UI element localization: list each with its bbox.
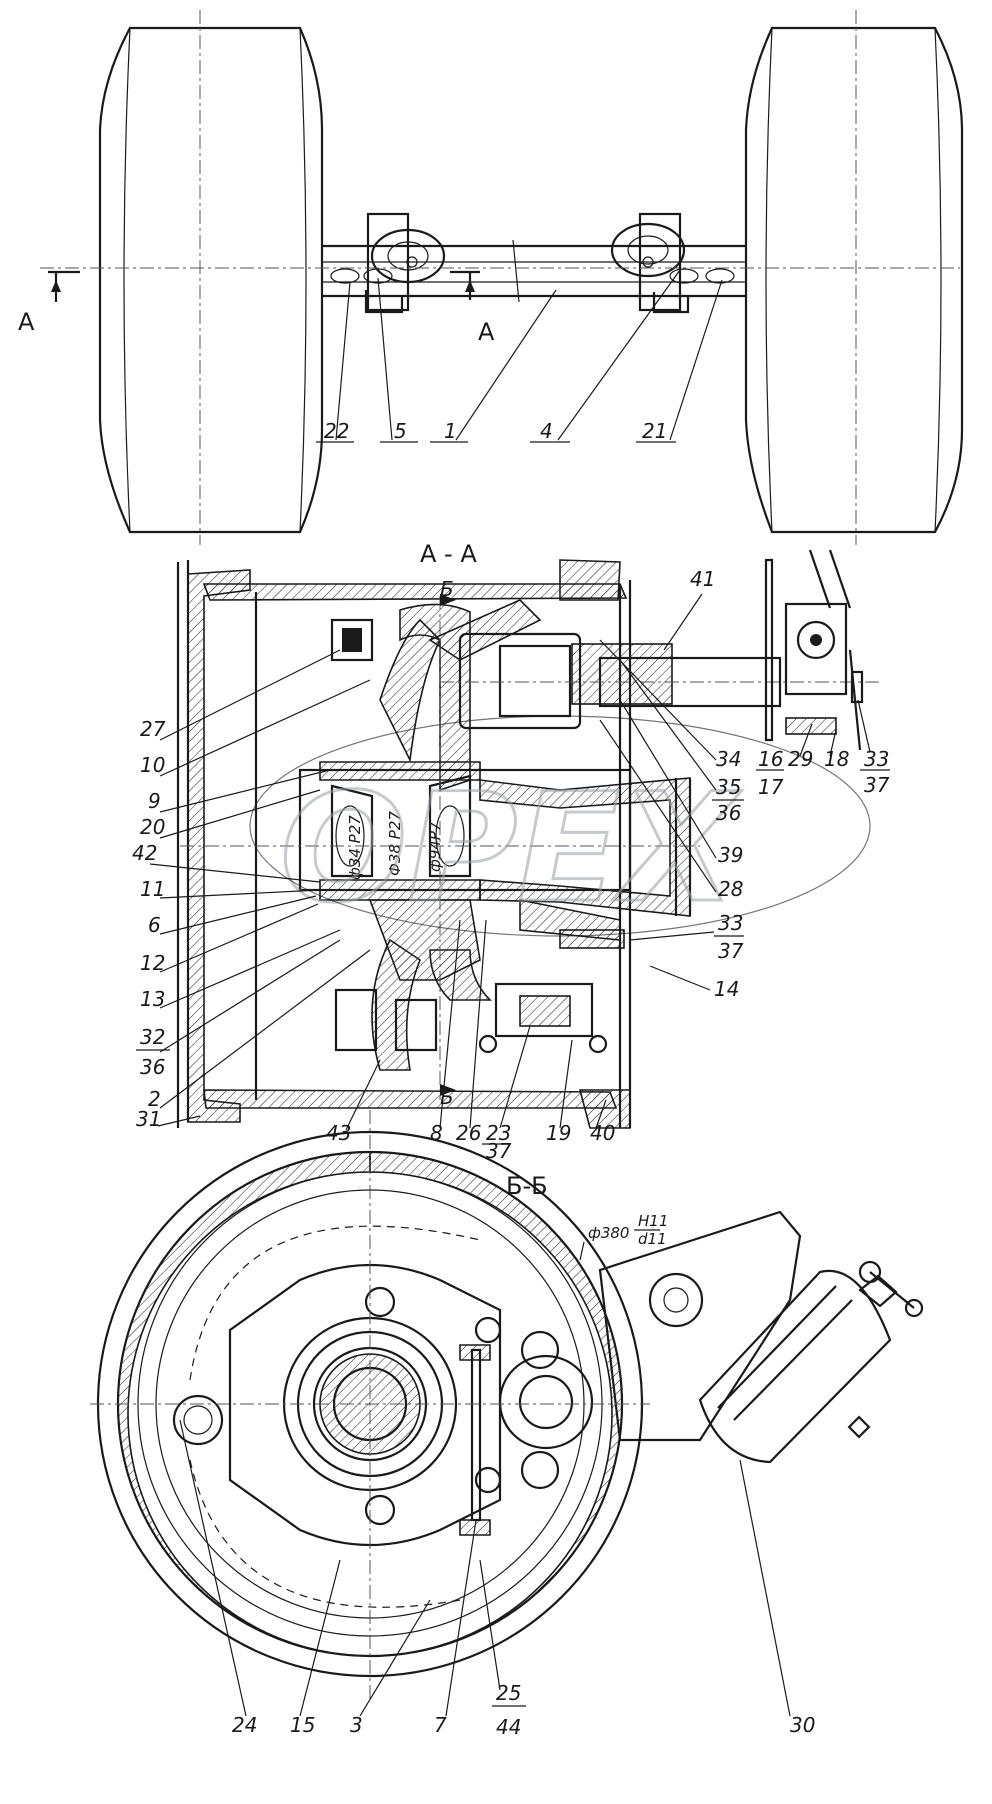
callout-36-left: 36 [140, 1055, 165, 1079]
section-aa-title: А - А [420, 540, 477, 568]
callout-23: 23 [486, 1121, 511, 1145]
section-a-label-left: А [18, 308, 35, 336]
callout-19: 19 [546, 1121, 571, 1145]
callout-40: 40 [590, 1121, 615, 1145]
left-spring-mount [330, 212, 446, 314]
callout-33-mid: 33 [718, 911, 743, 935]
section-marker-right: А [450, 270, 495, 346]
callout-34: 34 [716, 747, 741, 771]
callout-10: 10 [140, 753, 165, 777]
callout-16: 16 [758, 747, 783, 771]
callout-6: 6 [148, 913, 161, 937]
right-spring-mount [610, 212, 735, 314]
dim-bearing-2: Ф38 Р27 [386, 811, 404, 876]
callout-24: 24 [232, 1713, 257, 1737]
callout-35: 35 [716, 775, 741, 799]
callout-37-mid: 37 [718, 939, 744, 963]
callout-20: 20 [140, 815, 165, 839]
dim-bearing-3: ф94Р7 [426, 821, 444, 872]
dim-tol-top: H11 [638, 1212, 668, 1230]
callout-1: 1 [444, 419, 457, 443]
top-view: А А [18, 10, 964, 545]
axle-beam [322, 239, 746, 303]
right-wheel [744, 26, 964, 534]
callout-30: 30 [790, 1713, 815, 1737]
slack-adjuster [764, 549, 864, 751]
callouts: 22 5 1 4 21 41 27 10 9 20 42 11 6 12 13 … [132, 419, 890, 1739]
callout-32: 32 [140, 1025, 165, 1049]
callout-36-right: 36 [716, 801, 741, 825]
callout-37-bottom: 37 [486, 1139, 512, 1163]
callout-11: 11 [140, 877, 165, 901]
dim-bore: ф380 [588, 1224, 629, 1242]
callout-25: 25 [496, 1681, 521, 1705]
callout-17: 17 [758, 775, 784, 799]
section-marker-left: А [18, 270, 80, 336]
spider [228, 1263, 502, 1547]
callout-21: 21 [642, 419, 667, 443]
callout-14: 14 [714, 977, 739, 1001]
callout-4: 4 [540, 419, 553, 443]
callout-37-right: 37 [864, 773, 890, 797]
callout-31: 31 [136, 1107, 161, 1131]
callout-29: 29 [788, 747, 813, 771]
dim-tol-bottom: d11 [638, 1230, 667, 1248]
watermark: OPEX [280, 762, 742, 936]
dim-bearing-1: ф34 Р27 [346, 815, 364, 880]
callout-42: 42 [132, 841, 157, 865]
cut-mark-top: Б [440, 577, 454, 601]
section-aa-view: А - А [176, 540, 880, 1129]
section-a-label-right: А [478, 318, 495, 346]
callout-18: 18 [824, 747, 849, 771]
callout-3: 3 [350, 1713, 363, 1737]
callout-9: 9 [148, 789, 161, 813]
callout-39: 39 [718, 843, 743, 867]
callout-44: 44 [496, 1715, 521, 1739]
left-wheel [98, 26, 324, 534]
callout-43: 43 [326, 1121, 351, 1145]
callout-22: 22 [324, 419, 349, 443]
callout-27: 27 [140, 717, 166, 741]
brake-chamber [698, 1260, 924, 1464]
callout-15: 15 [290, 1713, 315, 1737]
callout-41: 41 [690, 567, 715, 591]
callout-7: 7 [434, 1713, 447, 1737]
callout-33-right: 33 [864, 747, 889, 771]
section-bb-view: Б-Б [90, 1110, 924, 1700]
callout-5: 5 [394, 419, 407, 443]
callout-28: 28 [718, 877, 743, 901]
callout-2: 2 [148, 1087, 161, 1111]
callout-26: 26 [456, 1121, 481, 1145]
